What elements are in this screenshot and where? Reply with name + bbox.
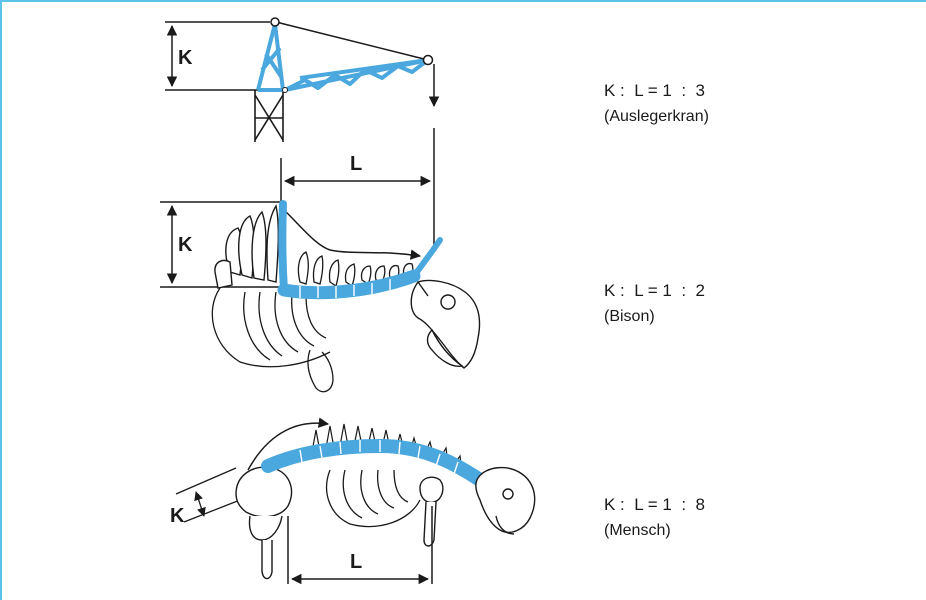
human-k-label: K [170, 505, 185, 527]
bison-l-dimension: L [281, 128, 434, 250]
bison-diagram: K [160, 202, 479, 392]
crane-ratio: K : L = 1 : 3 [604, 78, 705, 104]
crane-k-label: K [178, 47, 193, 69]
human-caption: (Mensch) [604, 520, 671, 542]
bison-ratio: K : L = 1 : 2 [604, 278, 705, 304]
human-l-label: L [350, 551, 362, 573]
bison-l-label: L [350, 153, 362, 175]
crane-caption: (Auslegerkran) [604, 106, 709, 128]
bison-caption: (Bison) [604, 306, 655, 328]
human-diagram: K [170, 423, 535, 584]
bison-k-label: K [178, 234, 193, 256]
human-ratio: K : L = 1 : 8 [604, 492, 705, 518]
crane-diagram: K [165, 18, 434, 142]
